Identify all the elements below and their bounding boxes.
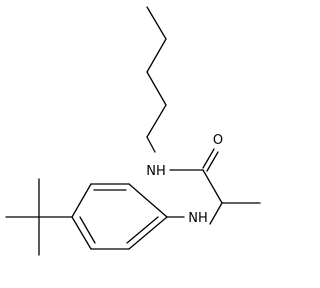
tert-butyl-group — [5, 178, 73, 256]
bond — [146, 38, 167, 73]
pentyl-chain — [146, 6, 167, 153]
bond — [128, 183, 168, 218]
bond — [146, 6, 167, 40]
inner-bond — [126, 216, 159, 244]
double-bond — [202, 148, 215, 169]
bond — [146, 104, 167, 138]
double-bond — [206, 151, 219, 172]
bond — [209, 202, 223, 225]
bond — [71, 183, 92, 218]
atom-label-amine-nh: NH — [188, 211, 208, 226]
bond — [146, 71, 167, 106]
alpha-carbon — [209, 202, 261, 225]
bond — [128, 216, 168, 250]
atom-label-oxygen: O — [213, 133, 223, 148]
atom-label-amide-nh: NH — [146, 164, 166, 179]
bond — [71, 216, 92, 250]
bond — [146, 136, 156, 153]
amide-group — [169, 148, 223, 204]
bond — [202, 169, 223, 204]
benzene-ring — [71, 183, 168, 250]
structure-diagram: O NH NH — [5, 6, 261, 256]
inner-bond — [79, 216, 96, 244]
